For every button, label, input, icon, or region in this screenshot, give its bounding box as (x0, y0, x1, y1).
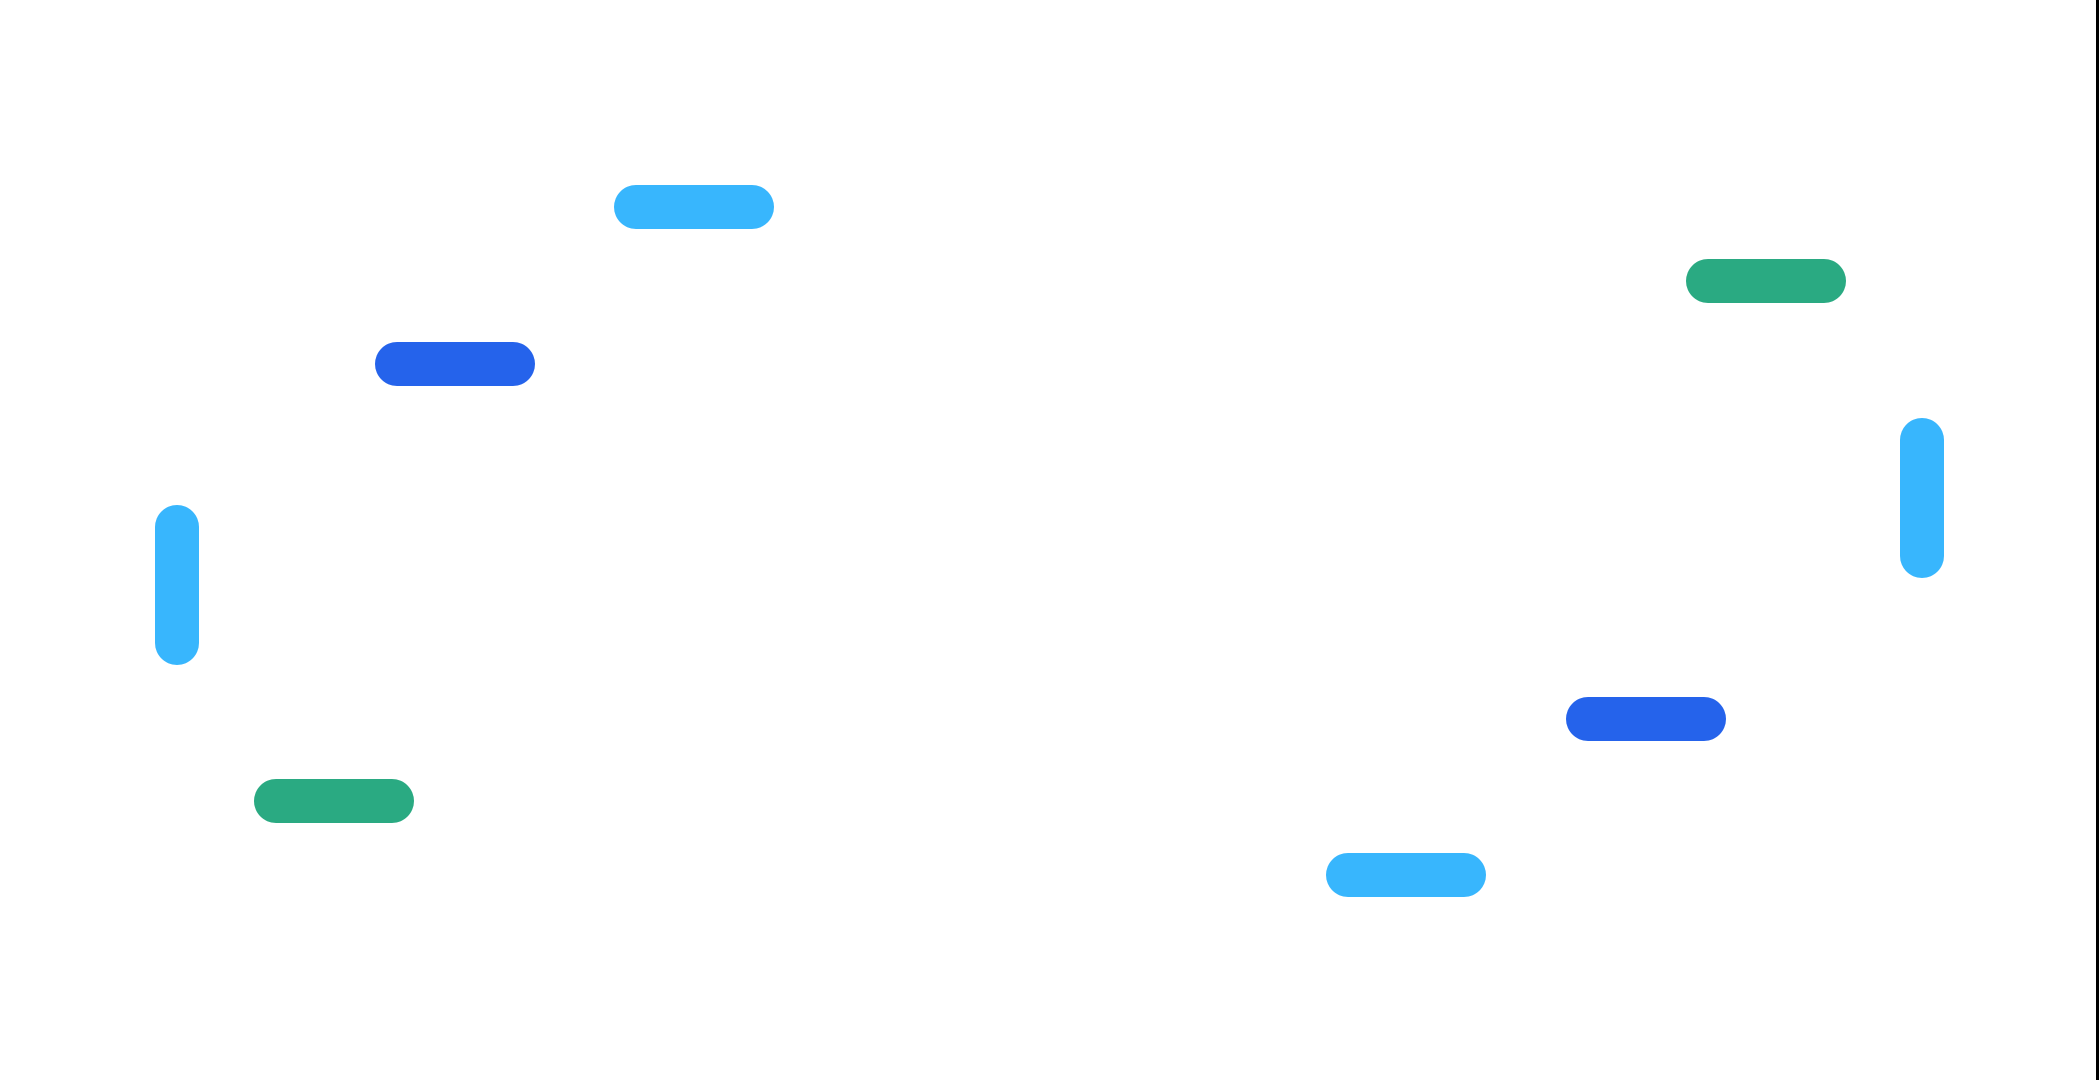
blue-pill-1 (375, 342, 535, 386)
blue-pill-2 (1566, 697, 1726, 741)
light-blue-pill-1 (614, 185, 774, 229)
green-pill-1 (254, 779, 414, 823)
light-blue-pill-2 (155, 505, 199, 665)
right-edge-line (2096, 0, 2099, 1080)
green-pill-2 (1686, 259, 1846, 303)
light-blue-pill-3 (1900, 418, 1944, 578)
light-blue-pill-4 (1326, 853, 1486, 897)
